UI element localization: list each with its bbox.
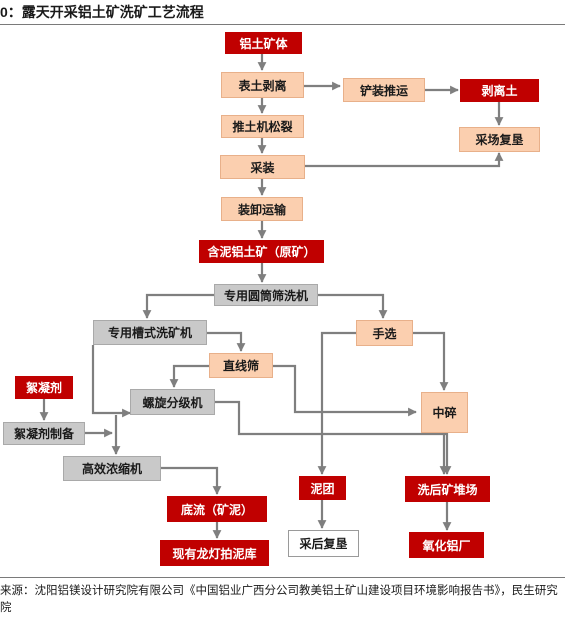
linear-screen-box: 直线筛 [209, 353, 273, 378]
stripped-soil-box: 剥离土 [460, 79, 539, 102]
thickener-box: 高效浓缩机 [63, 456, 161, 481]
arrow-sorting-to-crushing [413, 331, 449, 391]
source-divider [0, 577, 565, 578]
title-divider [0, 24, 565, 25]
post-reclamation-box: 采后复垦 [288, 530, 359, 557]
tailings-pond-box: 现有龙灯拍泥库 [160, 540, 269, 566]
spiral-classifier-box: 螺旋分级机 [130, 389, 215, 415]
topsoil-stripping-box: 表土剥离 [221, 72, 304, 98]
arrow-thickener-to-underflow [161, 466, 222, 495]
arrow-drum-to-sorting [318, 293, 388, 319]
bulldozer-ripping-box: 推土机松裂 [221, 115, 304, 138]
bauxite-ore-body-box: 铝土矿体 [225, 32, 302, 54]
source-note: 来源：沈阳铝镁设计研究院有限公司《中国铝业广西分公司教美铝土矿山建设项目环境影响… [0, 585, 558, 614]
arrow-screen-to-crushing [273, 364, 417, 417]
arrow-spiral-to-yard [215, 400, 452, 475]
page-title: 0：露天开采铝土矿洗矿工艺流程 [0, 4, 204, 20]
muddy-ore-box: 含泥铝土矿（原矿） [199, 240, 324, 263]
medium-crushing-box: 中碎 [421, 392, 468, 433]
arrow-sorting-to-mudclods [317, 331, 356, 475]
loading-transport-box: 装卸运输 [221, 197, 303, 221]
flocculant-box: 絮凝剂 [15, 376, 73, 399]
hand-sorting-box: 手选 [356, 320, 413, 346]
arrow-drum-to-trough [142, 293, 214, 319]
mud-clods-box: 泥团 [299, 476, 346, 500]
washed-ore-yard-box: 洗后矿堆场 [405, 476, 490, 502]
flocculant-prep-box: 絮凝剂制备 [3, 422, 85, 445]
excavation-loading-box: 采装 [220, 155, 305, 179]
arrow-screen-to-spiral [169, 364, 209, 388]
trough-washer-box: 专用槽式洗矿机 [93, 320, 207, 345]
underflow-box: 底流（矿泥） [167, 496, 267, 522]
mine-reclamation-box: 采场复垦 [459, 127, 540, 152]
alumina-plant-box: 氧化铝厂 [409, 532, 484, 558]
drum-washer-box: 专用圆筒筛洗机 [214, 284, 318, 306]
arrow-excavation-to-reclamation [305, 152, 504, 168]
arrow-trough-to-spiral [91, 345, 131, 418]
arrow-trough-to-screen [207, 331, 246, 352]
shovel-push-box: 铲装推运 [343, 78, 425, 102]
